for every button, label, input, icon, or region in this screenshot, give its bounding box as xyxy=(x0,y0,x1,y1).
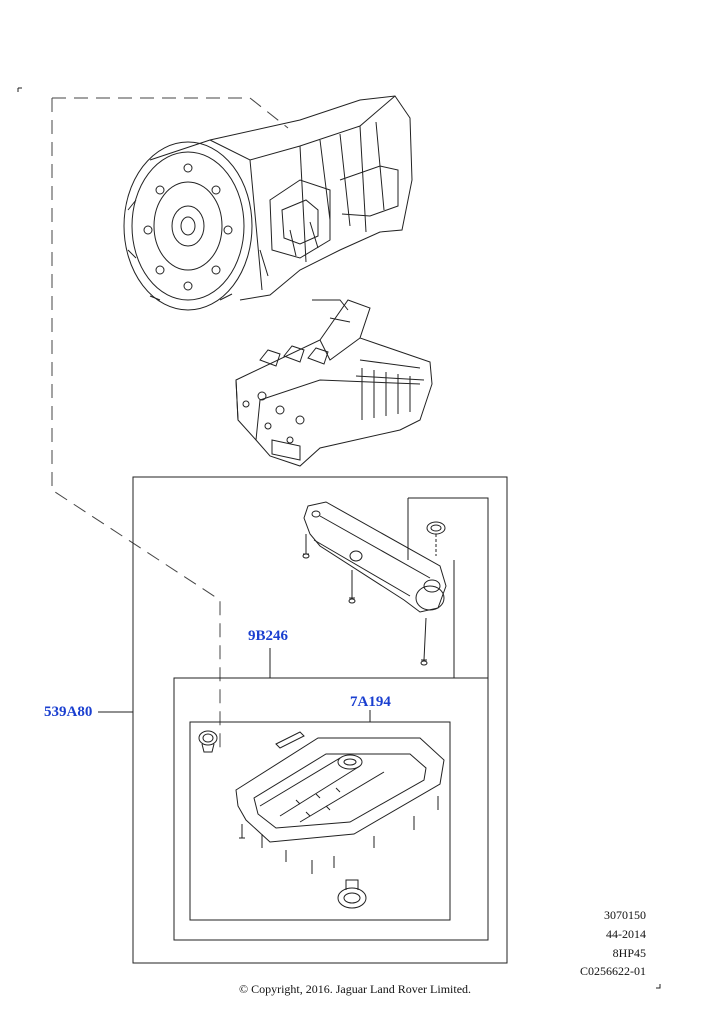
reference-line-2: 44-2014 xyxy=(606,927,646,941)
oil-pan-illustration xyxy=(198,730,445,909)
oil-filter-illustration xyxy=(302,501,447,666)
reference-line-3: 8HP45 xyxy=(612,946,646,960)
reference-line-4: C0256622-01 xyxy=(580,964,646,978)
dashed-leader-main xyxy=(51,98,221,748)
valve-body-illustration xyxy=(235,299,433,467)
transmission-assembly-illustration xyxy=(123,95,413,311)
callout-filter-9b246[interactable]: 9B246 xyxy=(248,628,289,644)
corner-mark-bottom-right xyxy=(656,984,661,989)
copyright-notice: © Copyright, 2016. Jaguar Land Rover Lim… xyxy=(238,982,472,996)
callout-kit-539a80[interactable]: 539A80 xyxy=(44,704,93,720)
kit-outline-box xyxy=(132,476,508,964)
reference-line-1: 3070150 xyxy=(604,908,646,922)
sub-kit-outline xyxy=(173,497,489,941)
corner-mark-top-left xyxy=(17,87,22,92)
callout-oil-pan-7a194[interactable]: 7A194 xyxy=(350,694,391,710)
oil-pan-outline-box xyxy=(189,721,451,921)
dashed-leader-top xyxy=(52,97,289,129)
